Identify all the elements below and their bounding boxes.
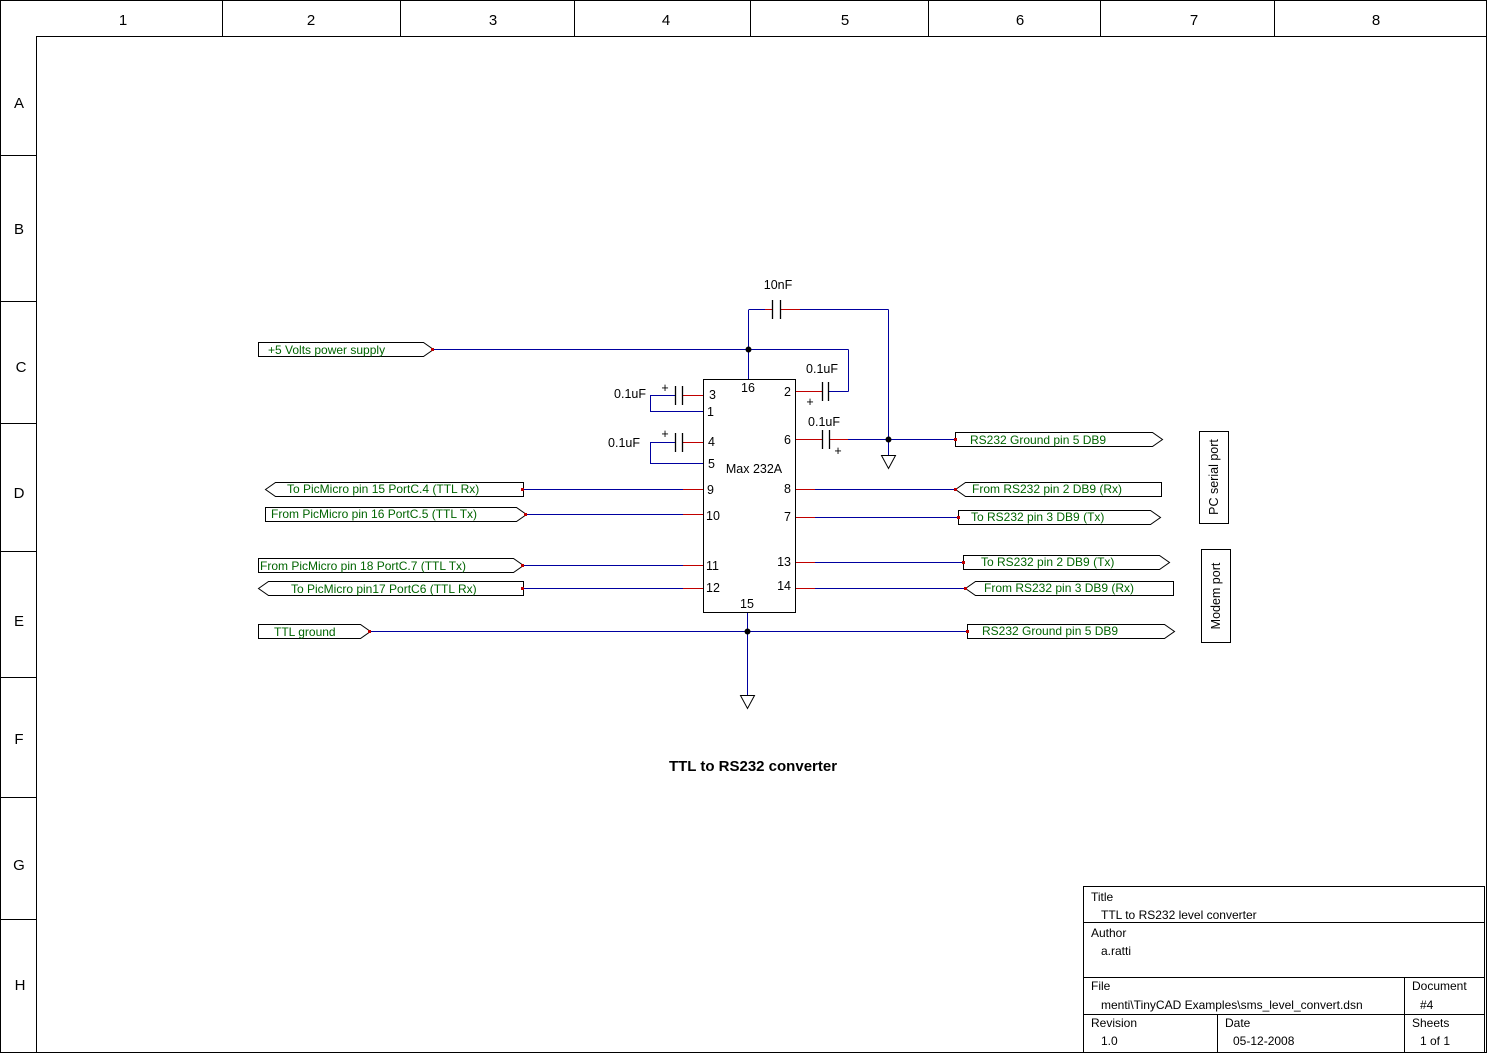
net-pic-rx-15: To PicMicro pin 15 PortC.4 (TTL Rx) (287, 482, 479, 496)
net-label-dots (368, 348, 969, 633)
cap-value-pin2: 0.1uF (806, 362, 838, 376)
diagram-title: TTL to RS232 converter (669, 758, 837, 775)
modem-port-label: Modem port (1209, 562, 1223, 629)
document-value: #4 (1420, 998, 1434, 1012)
date-label: Date (1225, 1016, 1251, 1030)
sheets-label: Sheets (1412, 1016, 1449, 1030)
chip-name: Max 232A (726, 462, 783, 476)
net-rs232-rx-3: From RS232 pin 3 DB9 (Rx) (984, 581, 1134, 595)
row-label-g: G (13, 857, 25, 874)
revision-label: Revision (1091, 1016, 1137, 1030)
net-pic-tx-18: From PicMicro pin 18 PortC.7 (TTL Tx) (260, 559, 466, 573)
column-label-5: 5 (841, 12, 849, 29)
pc-serial-port-box (1199, 431, 1229, 524)
column-label-2: 2 (307, 12, 315, 29)
cap-plus-pin4: + (661, 427, 668, 441)
row-label-a: A (14, 95, 24, 112)
pin-number-12: 12 (706, 581, 720, 595)
net-rs232-tx-2: To RS232 pin 2 DB9 (Tx) (981, 555, 1114, 569)
file-label: File (1091, 979, 1111, 993)
net-rs232-rx-2: From RS232 pin 2 DB9 (Rx) (972, 482, 1122, 496)
ground-symbol-bottom (739, 695, 756, 710)
row-label-e: E (14, 613, 24, 630)
row-label-b: B (14, 221, 24, 238)
cap-plus-pin2: + (806, 395, 813, 409)
row-label-d: D (14, 485, 25, 502)
pin-number-7: 7 (784, 510, 791, 524)
pin-number-5: 5 (708, 457, 715, 471)
pin-number-14: 14 (777, 579, 791, 593)
pin-stubs (683, 309, 848, 589)
net-rs232-ground-1: RS232 Ground pin 5 DB9 (970, 433, 1106, 447)
max232-chip (703, 379, 796, 613)
row-label-f: F (14, 731, 23, 748)
junction-dots (744, 346, 892, 635)
cap-plus-pin6: + (834, 444, 841, 458)
pin-number-11: 11 (706, 559, 719, 573)
column-label-7: 7 (1190, 12, 1198, 29)
pin-number-3: 3 (709, 388, 716, 402)
net-vcc: +5 Volts power supply (268, 343, 385, 357)
sheets-value: 1 of 1 (1420, 1034, 1450, 1048)
net-rs232-tx-3: To RS232 pin 3 DB9 (Tx) (971, 510, 1104, 524)
net-pic-tx-16: From PicMicro pin 16 PortC.5 (TTL Tx) (271, 507, 477, 521)
net-ttl-ground: TTL ground (274, 625, 336, 639)
pin-number-4: 4 (708, 435, 715, 449)
pin-number-10: 10 (706, 509, 720, 523)
column-label-4: 4 (662, 12, 670, 29)
pin-number-8: 8 (784, 482, 791, 496)
column-label-1: 1 (119, 12, 127, 29)
column-label-8: 8 (1372, 12, 1380, 29)
net-rs232-ground-2: RS232 Ground pin 5 DB9 (982, 624, 1118, 638)
column-label-3: 3 (489, 12, 497, 29)
document-label: Document (1412, 979, 1467, 993)
row-label-h: H (15, 977, 26, 994)
revision-value: 1.0 (1101, 1034, 1118, 1048)
pin-number-15: 15 (740, 597, 754, 611)
file-value: menti\TinyCAD Examples\sms_level_convert… (1101, 998, 1363, 1012)
author-value: a.ratti (1101, 944, 1131, 958)
cap-value-pin6: 0.1uF (808, 415, 840, 429)
title-label: Title (1091, 890, 1114, 904)
row-label-c: C (16, 359, 27, 376)
title-block (1083, 886, 1485, 1053)
net-pic-rx-17: To PicMicro pin17 PortC6 (TTL Rx) (291, 582, 477, 596)
author-label: Author (1091, 926, 1126, 940)
cap-value-pin4: 0.1uF (608, 436, 640, 450)
capacitor-10nf (771, 300, 782, 319)
pc-serial-port-label: PC serial port (1207, 439, 1221, 515)
column-label-6: 6 (1016, 12, 1024, 29)
cap-plus-pin3: + (661, 381, 668, 395)
pin-number-6: 6 (784, 433, 791, 447)
cap-value-pin3: 0.1uF (614, 387, 646, 401)
row-dividers (0, 155, 36, 920)
capacitor-pin6 (821, 430, 831, 449)
capacitor-pin4 (674, 433, 684, 452)
pin-number-13: 13 (777, 555, 791, 569)
modem-port-box (1201, 549, 1231, 643)
capacitor-pin2 (821, 382, 830, 401)
wires (370, 309, 967, 695)
pin-number-1: 1 (707, 405, 714, 419)
column-dividers (222, 0, 1275, 36)
ground-symbol-top (880, 455, 897, 470)
cap-value-10nf: 10nF (764, 278, 793, 292)
pin-number-16: 16 (741, 381, 755, 395)
date-value: 05-12-2008 (1233, 1034, 1295, 1048)
inner-frame (36, 36, 1487, 1053)
pin-number-9: 9 (707, 483, 714, 497)
title-value: TTL to RS232 level converter (1101, 908, 1257, 922)
capacitor-pin3 (674, 386, 684, 405)
pin-number-2: 2 (784, 385, 791, 399)
